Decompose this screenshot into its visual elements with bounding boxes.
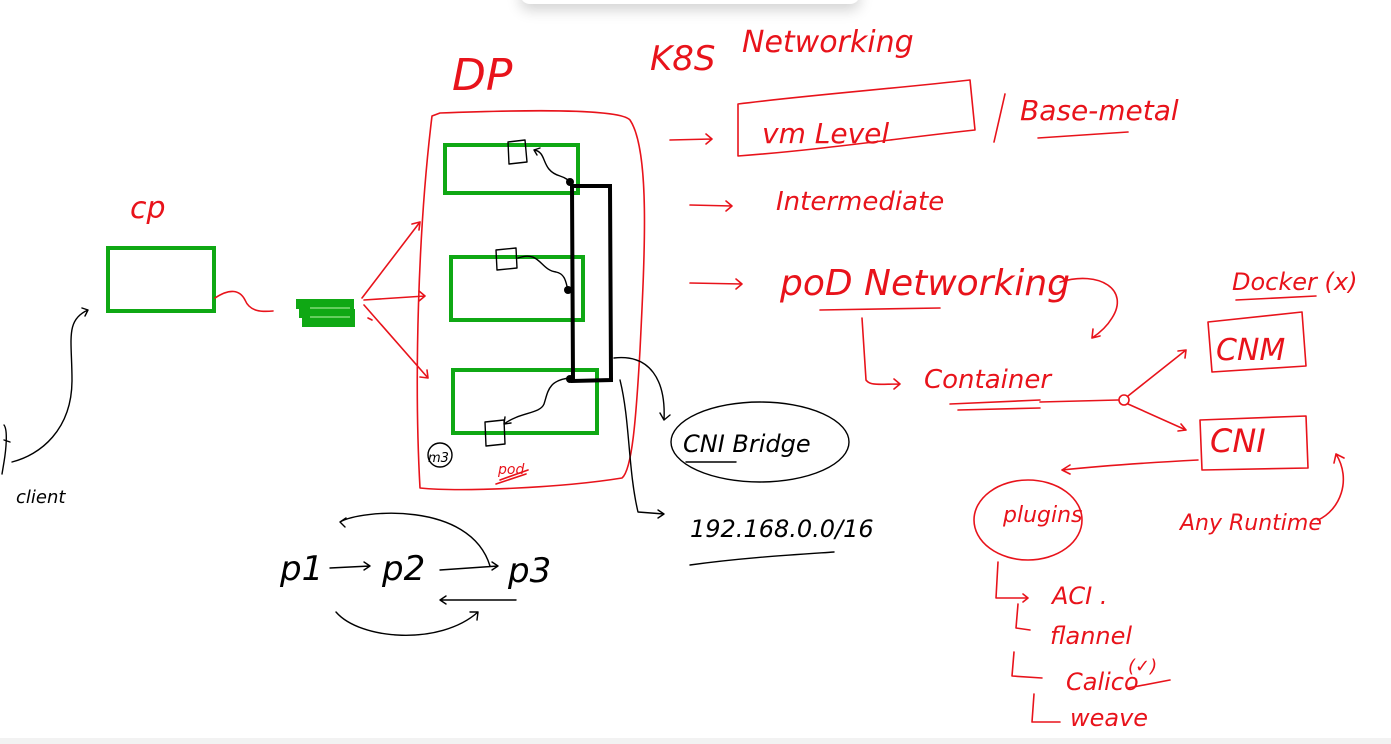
top-toolbar-shadow <box>520 0 860 4</box>
intermediate-label: Intermediate <box>776 187 944 217</box>
cp-label: cp <box>130 191 166 226</box>
any-runtime-label: Any Runtime <box>1178 511 1322 536</box>
client-figure <box>1 307 89 475</box>
plugin-calico: Calico <box>1066 668 1139 696</box>
m3-label: m3 <box>428 451 449 466</box>
arrow-to-cni <box>1127 403 1187 432</box>
cnm-box <box>1207 311 1307 373</box>
arrow-intermediate <box>689 200 733 212</box>
plugins-ellipse <box>973 479 1083 561</box>
any-runtime-arrow <box>1317 453 1345 521</box>
control-plane-box <box>106 246 216 313</box>
pod-networking-curl <box>1059 277 1119 339</box>
arrow-pod-networking <box>689 278 743 290</box>
cni-label: CNI <box>1210 422 1266 460</box>
data-plane-outline <box>416 109 646 491</box>
subnet-underline <box>689 551 835 566</box>
client-label: client <box>16 487 66 508</box>
docker-underline <box>1235 295 1317 301</box>
container-label: Container <box>924 365 1053 395</box>
plugin-aci: ACI . <box>1050 582 1108 610</box>
calico-note-underline <box>1127 679 1171 689</box>
cnm-label: CNM <box>1216 333 1285 368</box>
cni-bridge-ellipse <box>670 401 850 483</box>
cni-box <box>1199 415 1309 471</box>
worker-node-1 <box>443 143 580 195</box>
plugin-tree-lines <box>995 561 1061 723</box>
p1-label: p1 <box>279 549 323 589</box>
pod-icons <box>484 139 528 447</box>
docker-label: Docker (x) <box>1232 268 1357 296</box>
cp-to-lb-connector <box>214 290 274 313</box>
container-line <box>1039 399 1119 403</box>
bare-metal-underline <box>1037 131 1129 139</box>
arrow-vm-level <box>669 133 713 145</box>
pod-to-bridge-links <box>503 147 574 425</box>
networking-title: Networking <box>742 25 914 60</box>
branch-node <box>1118 394 1130 406</box>
pod-networking-underline <box>819 307 941 311</box>
arrow-container <box>861 317 901 390</box>
subnet-pointer <box>619 379 665 519</box>
arrow-to-plugins <box>1061 459 1199 475</box>
load-balancer-icon <box>296 299 355 327</box>
dp-label: DP <box>452 50 513 101</box>
p-flow-arrows <box>329 512 517 636</box>
cni-bridge-label: CNI Bridge <box>683 430 811 458</box>
slash-separator <box>993 93 1006 143</box>
plugin-weave: weave <box>1070 704 1148 732</box>
subnet-label: 192.168.0.0/16 <box>690 515 874 543</box>
vm-level-label: vm Level <box>762 117 889 150</box>
bottom-edge <box>0 738 1391 744</box>
bare-metal-label: Base-metal <box>1020 94 1179 127</box>
worker-node-3 <box>451 368 599 435</box>
k8s-title: K8S <box>650 39 716 79</box>
pod-networking-label: poD Networking <box>779 263 1070 304</box>
pod-underline <box>495 469 529 485</box>
vm-level-box <box>737 79 976 157</box>
plugin-flannel: flannel <box>1050 622 1132 650</box>
plugins-label: plugins <box>1002 503 1083 528</box>
calico-note: (✓) <box>1128 656 1157 677</box>
p3-label: p3 <box>507 551 551 591</box>
p2-label: p2 <box>381 549 425 589</box>
node-bridge-bar <box>569 184 614 384</box>
m3-circle <box>427 442 453 468</box>
arrow-to-cnm <box>1127 349 1187 397</box>
bridge-pointer <box>613 356 671 421</box>
container-underline <box>949 399 1041 411</box>
